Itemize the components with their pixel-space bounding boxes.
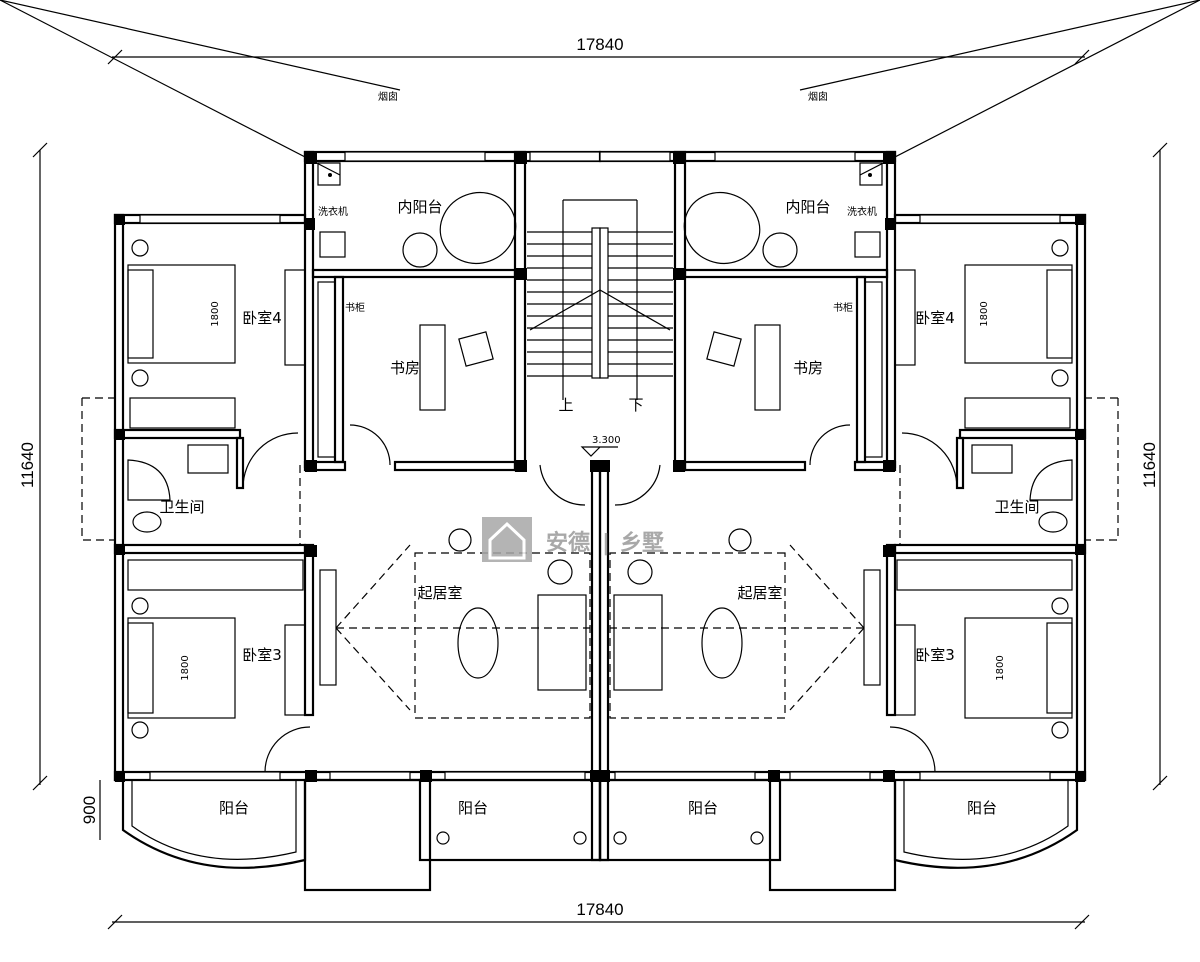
stairs-up-label: 上	[558, 396, 573, 414]
bedroom4-label: 卧室4	[242, 309, 282, 327]
living-room-label: 起居室	[737, 584, 782, 602]
bed-size: 1800	[979, 301, 990, 326]
level-mark: 3.300	[592, 435, 621, 446]
bed-size: 1800	[180, 655, 191, 680]
plan-right-half	[598, 0, 1200, 892]
study-label: 书房	[793, 359, 823, 377]
balcony-label: 阳台	[967, 799, 997, 817]
bookcase-label: 书柜	[833, 301, 853, 314]
watermark-separator: |	[602, 531, 610, 556]
study-label: 书房	[390, 359, 420, 377]
washer-label: 洗衣机	[847, 205, 877, 218]
dim-balcony: 900	[80, 796, 99, 824]
watermark: 安德 | 乡墅	[482, 517, 664, 562]
bedroom4-label: 卧室4	[915, 309, 955, 327]
stairs-down-label: 下	[628, 396, 643, 414]
bed-size: 1800	[210, 301, 221, 326]
room-labels: 烟囱 烟囱 内阳台 内阳台 洗衣机 洗衣机 书柜 书柜 书房 书房 卧室4 卧室…	[159, 90, 1039, 817]
balcony-label: 阳台	[458, 799, 488, 817]
bed-size: 1800	[995, 655, 1006, 680]
plan-left-half	[0, 0, 602, 892]
bookcase-label: 书柜	[345, 301, 365, 314]
chimney-label: 烟囱	[808, 90, 828, 103]
dim-top: 17840	[576, 35, 623, 54]
watermark-sub: 乡墅	[620, 531, 664, 556]
dim-left: 11640	[18, 442, 37, 488]
watermark-brand: 安德	[546, 530, 590, 556]
balcony-label: 阳台	[219, 799, 249, 817]
inner-balcony-label: 内阳台	[397, 198, 442, 216]
washer-label: 洗衣机	[318, 205, 348, 218]
dimension-lines	[32, 49, 1168, 930]
dim-bottom: 17840	[576, 900, 623, 919]
inner-balcony-label: 内阳台	[785, 198, 830, 216]
bedroom3-label: 卧室3	[242, 646, 282, 664]
bathroom-label: 卫生间	[159, 498, 204, 516]
chimney-label: 烟囱	[378, 90, 398, 103]
bedroom3-label: 卧室3	[915, 646, 955, 664]
living-room-label: 起居室	[417, 584, 462, 602]
bathroom-label: 卫生间	[994, 498, 1039, 516]
balcony-label: 阳台	[688, 799, 718, 817]
dim-right: 11640	[1140, 442, 1159, 488]
